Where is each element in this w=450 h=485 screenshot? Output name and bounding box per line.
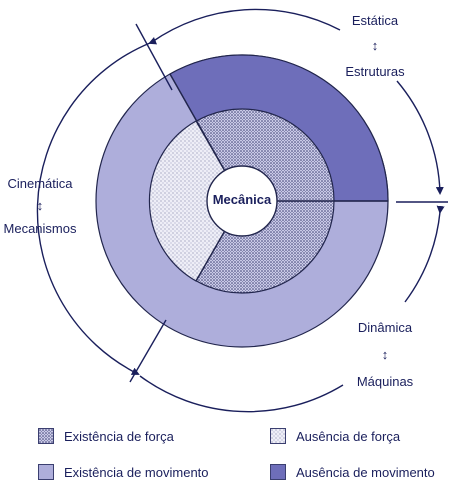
arc-top-right bbox=[396, 80, 444, 195]
arc-bottom-right bbox=[404, 205, 445, 303]
tick-top-left bbox=[135, 23, 173, 91]
legend-label: Existência de força bbox=[64, 429, 174, 444]
dark-swatch-icon bbox=[270, 464, 286, 480]
arc-left bbox=[36, 37, 158, 375]
maquinas-label: Máquinas bbox=[356, 374, 414, 389]
center-label: Mecânica bbox=[212, 192, 272, 207]
estatica-arrow: ↕ bbox=[371, 38, 379, 53]
arc-bottom bbox=[139, 375, 344, 413]
legend-label: Ausência de movimento bbox=[296, 465, 435, 480]
dense-dots-swatch-icon bbox=[38, 428, 54, 444]
estatica-label: Estática bbox=[351, 13, 399, 28]
dinamica-arrow: ↕ bbox=[381, 347, 389, 362]
tick-bottom-left bbox=[129, 319, 167, 383]
arc-top bbox=[151, 8, 341, 43]
cinematica-arrow: ↕ bbox=[36, 198, 44, 213]
cinematica-label: Cinemática bbox=[7, 176, 73, 191]
light-swatch-icon bbox=[38, 464, 54, 480]
estruturas-label: Estruturas bbox=[345, 64, 405, 79]
center-circle bbox=[206, 165, 278, 237]
dinamica-label: Dinâmica bbox=[357, 320, 413, 335]
mecanismos-label: Mecanismos bbox=[3, 221, 77, 236]
legend-label: Existência de movimento bbox=[64, 465, 209, 480]
legend-label: Ausência de força bbox=[296, 429, 401, 444]
sparse-dots-swatch-icon bbox=[270, 428, 286, 444]
